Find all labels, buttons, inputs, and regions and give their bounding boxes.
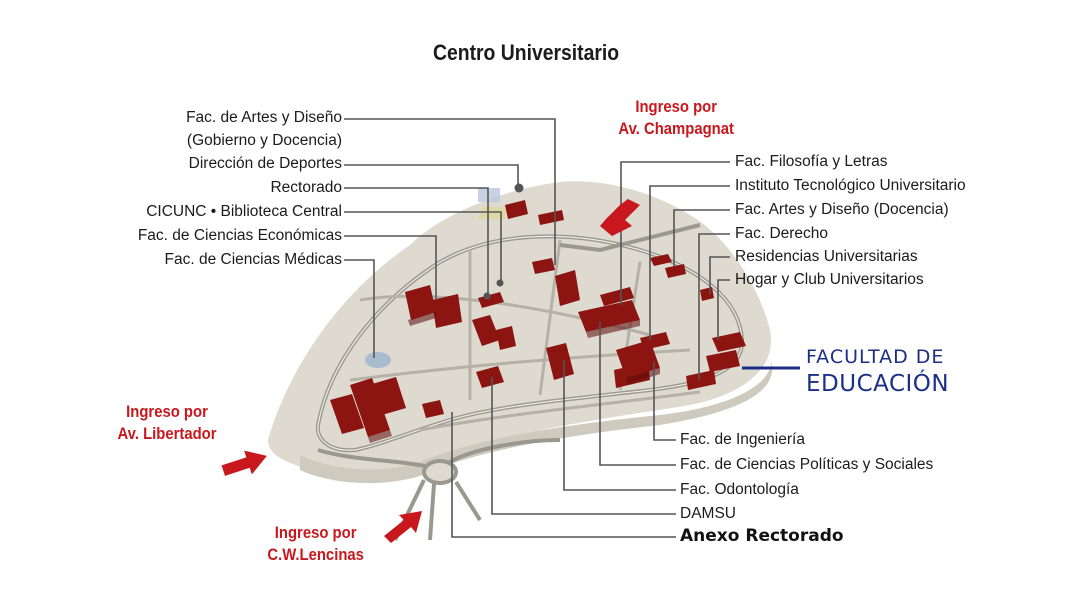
label-gobierno-docencia: (Gobierno y Docencia) xyxy=(186,132,342,149)
entrance-lencinas: Ingreso por C.W.Lencinas xyxy=(267,522,364,566)
label-residencias: Residencias Universitarias xyxy=(735,248,918,265)
entrance-lencinas-line1: Ingreso por xyxy=(274,524,357,542)
facultad-educacion-label: FACULTAD DE EDUCACIÓN xyxy=(806,344,949,398)
entrance-champagnat-line1: Ingreso por xyxy=(635,98,718,116)
sports-field xyxy=(478,207,509,219)
entrance-libertador-line2: Av. Libertador xyxy=(117,425,217,443)
label-ingenieria: Fac. de Ingeniería xyxy=(680,431,805,448)
entrance-libertador-line1: Ingreso por xyxy=(126,403,208,421)
label-deportes: Dirección de Deportes xyxy=(188,155,342,172)
leader-lines xyxy=(344,118,730,538)
label-itu: Instituto Tecnológico Universitario xyxy=(735,177,966,194)
facultad-educacion-line1: FACULTAD DE xyxy=(806,346,945,368)
map-title: Centro Universitario xyxy=(433,40,620,65)
label-filosofia: Fac. Filosofía y Letras xyxy=(735,153,888,170)
label-odontologia: Fac. Odontología xyxy=(680,481,799,498)
label-medicas: Fac. de Ciencias Médicas xyxy=(164,251,342,268)
label-politicas: Fac. de Ciencias Políticas y Sociales xyxy=(680,456,934,473)
entrance-lencinas-line2: C.W.Lencinas xyxy=(267,546,364,564)
facultad-educacion-line2: EDUCACIÓN xyxy=(806,371,950,397)
label-damsu: DAMSU xyxy=(680,505,736,522)
label-artes-docencia: Fac. Artes y Diseño (Docencia) xyxy=(735,201,949,218)
label-anexo-rectorado: Anexo Rectorado xyxy=(680,526,844,546)
label-cicunc: CICUNC • Biblioteca Central xyxy=(146,203,342,220)
label-economicas: Fac. de Ciencias Económicas xyxy=(137,227,342,244)
red-arrow-icon xyxy=(221,199,640,543)
label-hogar-club: Hogar y Club Universitarios xyxy=(735,271,924,288)
label-rectorado: Rectorado xyxy=(270,179,342,196)
label-artes-diseno: Fac. de Artes y Diseño xyxy=(186,109,342,126)
entrance-libertador: Ingreso por Av. Libertador xyxy=(118,401,217,445)
buildings xyxy=(330,200,746,437)
entrance-champagnat: Ingreso por Av. Champagnat xyxy=(618,96,734,140)
entrance-champagnat-line2: Av. Champagnat xyxy=(618,120,734,138)
label-derecho: Fac. Derecho xyxy=(735,225,829,242)
roundabout xyxy=(422,459,458,485)
water-pond xyxy=(365,352,391,368)
